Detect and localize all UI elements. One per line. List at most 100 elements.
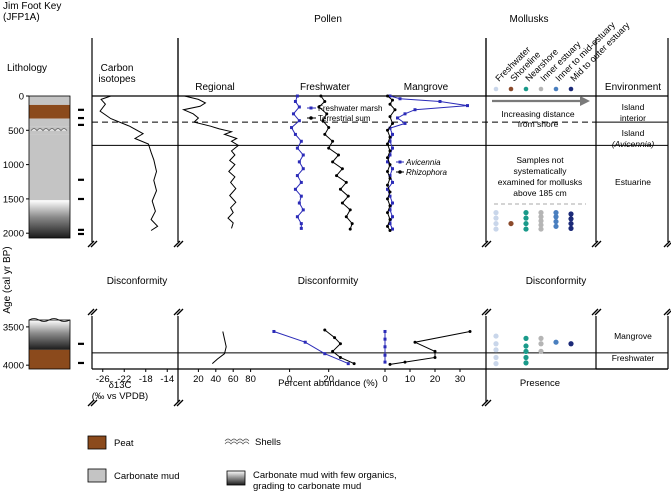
break-upper-4 (663, 240, 671, 248)
presence-upper-2-2 (523, 220, 529, 227)
disconformity-carbon: Disconformity (107, 276, 168, 287)
y-tick-label-4000: 4000 (3, 361, 24, 372)
legend-rhizophora: Rhizophora (406, 168, 447, 177)
break-upper-2-b (484, 240, 492, 248)
isotopes-heading: isotopes (98, 74, 135, 85)
break-upper-1-a (173, 240, 181, 248)
freshwater-terrestrial-sum-lower-point-5 (352, 362, 356, 366)
mollusk-gradient-arrow (492, 96, 590, 106)
presence-upper-3-4 (538, 226, 544, 232)
not-examined-note-1: Samples not (516, 155, 564, 165)
mangrove-rhizophora-upper-point-18 (386, 211, 389, 215)
legend-freshwater-marsh: Freshwater marsh (318, 104, 382, 113)
freshwater-terrestrial-sum-lower-point-4 (338, 356, 342, 360)
presence-lower-2-0 (523, 335, 529, 341)
mangrove-legend: Avicennia Rhizophora (396, 158, 447, 177)
mollusk-presence-dots (493, 210, 574, 367)
sample-mark-upper-3 (78, 178, 84, 181)
break-bottom-2 (481, 399, 492, 407)
mangrove-rhizophora-upper-point-10 (386, 156, 389, 160)
mangrove-rhizophora-upper-point-0 (386, 94, 389, 98)
freshwater-terrestrial-sum-upper-point-10 (331, 160, 335, 164)
not-examined-note-3: examined for mollusks (498, 177, 583, 187)
break-upper-3 (591, 240, 602, 248)
freshwater-terrestrial-sum-upper-point-3 (325, 112, 329, 116)
y-tick-label-0: 0 (19, 92, 24, 103)
mangrove-rhizophora-upper-point-11 (388, 163, 392, 167)
freshwater-freshwater-marsh-upper-point-1 (293, 99, 297, 103)
taxon-dot-4 (553, 86, 559, 92)
mangrove-rhizophora-lower-point-1 (413, 340, 417, 344)
panel-frames (87, 38, 671, 407)
carbon-heading: Carbon (101, 63, 134, 74)
break-lower-0-a (87, 308, 95, 316)
mangrove-rhizophora-lower-point-2 (433, 349, 437, 353)
mangrove-avicennia-upper-point-9 (391, 132, 394, 136)
mangrove-avicennia-upper-point-18 (388, 194, 392, 198)
data-series (99, 94, 472, 366)
break-upper-2 (481, 240, 492, 248)
freshwater-legend: Freshwater marsh Terrestrial sum (307, 104, 382, 123)
freshwater-terrestrial-sum-lower-point-1 (333, 336, 337, 340)
freshwater-freshwater-marsh-upper-point-13 (299, 180, 303, 184)
sample-mark-lower-0 (78, 342, 84, 345)
regional-heading: Regional (195, 82, 234, 93)
break-upper-1 (173, 240, 184, 248)
presence-upper-4-2 (553, 218, 559, 225)
freshwater-terrestrial-sum-upper-point-15 (346, 194, 350, 198)
break-lower-3 (591, 308, 602, 316)
presence-upper-2-0 (523, 210, 529, 216)
mangrove-x-10-label: 10 (405, 374, 416, 385)
break-upper-2-a (481, 240, 489, 248)
break-bottom-0-b (90, 399, 98, 407)
mangrove-rhizophora-upper-point-20 (386, 224, 389, 228)
sample-mark-upper-2 (78, 123, 84, 127)
freshwater-freshwater-marsh-upper-point-6 (293, 132, 297, 136)
shells-icon (224, 438, 250, 445)
legend-terrestrial-sum: Terrestrial sum (318, 114, 371, 123)
freshwater-freshwater-marsh-lower-point-3 (346, 362, 350, 366)
presence-upper-0-2 (493, 220, 499, 227)
presence-lower-0-4 (493, 361, 499, 367)
mangrove-rhizophora-upper-point-15 (388, 190, 392, 194)
not-examined-note-2: systematically (514, 166, 568, 176)
legend-avicennia: Avicennia (405, 158, 441, 167)
break-lower-0-b (90, 308, 98, 316)
mangrove-rhizophora-upper-point-7 (388, 135, 392, 139)
freshwater-terrestrial-sum-upper-point-8 (327, 146, 331, 150)
lith-lower-peat-1 (29, 349, 70, 369)
disconformity-pollen: Disconformity (298, 276, 359, 287)
sample-mark-lower-1 (78, 361, 84, 365)
presence-lower-2-1 (523, 343, 529, 349)
mangrove-heading: Mangrove (404, 82, 449, 93)
mangrove-rhizophora-upper-point-12 (386, 169, 389, 173)
taxon-dot-2 (523, 86, 529, 92)
carbon-axis-label: δ13C (109, 380, 132, 391)
freshwater-terrestrial-sum-upper-point-18 (344, 215, 348, 219)
presence-lower-2-2 (523, 348, 529, 354)
freshwater-freshwater-marsh-upper-point-16 (297, 201, 301, 205)
break-lower-1-b (176, 308, 184, 316)
freshwater-terrestrial-sum-upper-point-14 (338, 187, 342, 191)
y-tick-label-2000: 2000 (3, 229, 24, 240)
gradient-note-1: Increasing distance (501, 109, 575, 119)
break-upper-0-b (90, 240, 98, 248)
regional-lower-line (211, 331, 227, 364)
sample-marks (78, 108, 84, 365)
freshwater-freshwater-marsh-upper-point-5 (290, 126, 294, 130)
freshwater-terrestrial-sum-upper-point-4 (321, 119, 325, 123)
presence-lower-5-0 (568, 341, 574, 347)
legend-gradient-swatch (226, 470, 246, 486)
break-bottom-1 (173, 399, 184, 407)
freshwater-freshwater-marsh-upper-point-12 (295, 174, 299, 178)
carbon-x--18-label: -18 (139, 374, 153, 385)
sample-mark-upper-0 (78, 108, 84, 111)
freshwater-terrestrial-sum-upper-point-5 (327, 126, 331, 130)
regional-x-40-label: 40 (211, 374, 222, 385)
mangrove-avicennia-lower-point-3 (383, 353, 387, 357)
freshwater-freshwater-marsh-upper-point-20 (299, 226, 303, 230)
freshwater-terrestrial-sum-upper-point-16 (340, 201, 344, 205)
sample-mark-upper-4 (78, 197, 84, 201)
